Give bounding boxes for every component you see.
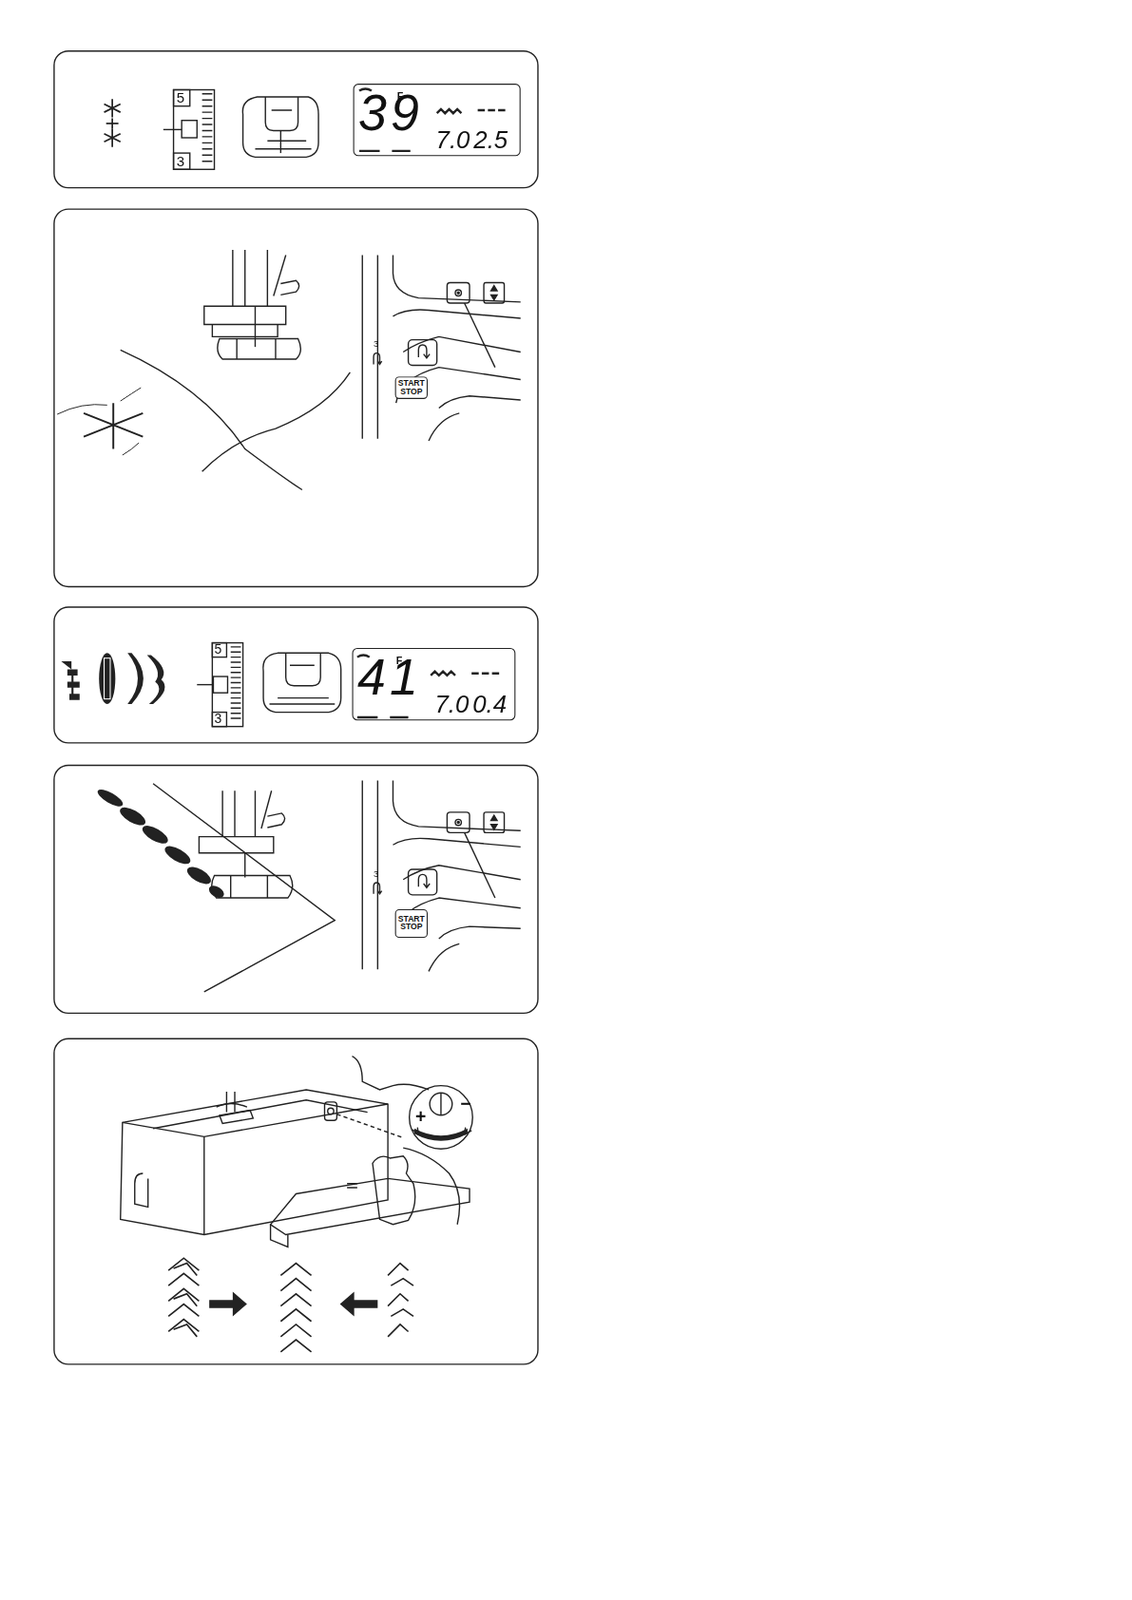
reverse-count: 3: [373, 869, 379, 880]
lcd-indicator: F: [397, 92, 404, 103]
lcd-width: 7.0: [434, 691, 469, 717]
reverse-count: 3: [373, 340, 379, 350]
scale-number: 3: [214, 712, 223, 727]
lcd-display: 39F 7.02.5: [353, 83, 521, 156]
lcd-length: 0.4: [472, 691, 507, 717]
lcd-indicator: F: [396, 656, 403, 668]
lcd-length: 2.5: [473, 127, 508, 153]
button-label: START STOP: [398, 379, 425, 396]
scale-number: 5: [176, 91, 185, 106]
minus-sign: −: [460, 1094, 471, 1113]
lcd-width: 7.0: [436, 127, 471, 153]
start-stop-button: START STOP: [395, 909, 428, 939]
start-stop-button: START STOP: [395, 376, 428, 400]
scale-number: 5: [214, 643, 223, 657]
lcd-number: 41: [357, 652, 423, 704]
plus-sign: +: [415, 1108, 426, 1127]
scale-number: 3: [176, 153, 185, 169]
lcd-number: 39: [358, 87, 423, 139]
button-label: START STOP: [398, 915, 425, 932]
lcd-display: 41F 7.00.4: [352, 648, 517, 721]
